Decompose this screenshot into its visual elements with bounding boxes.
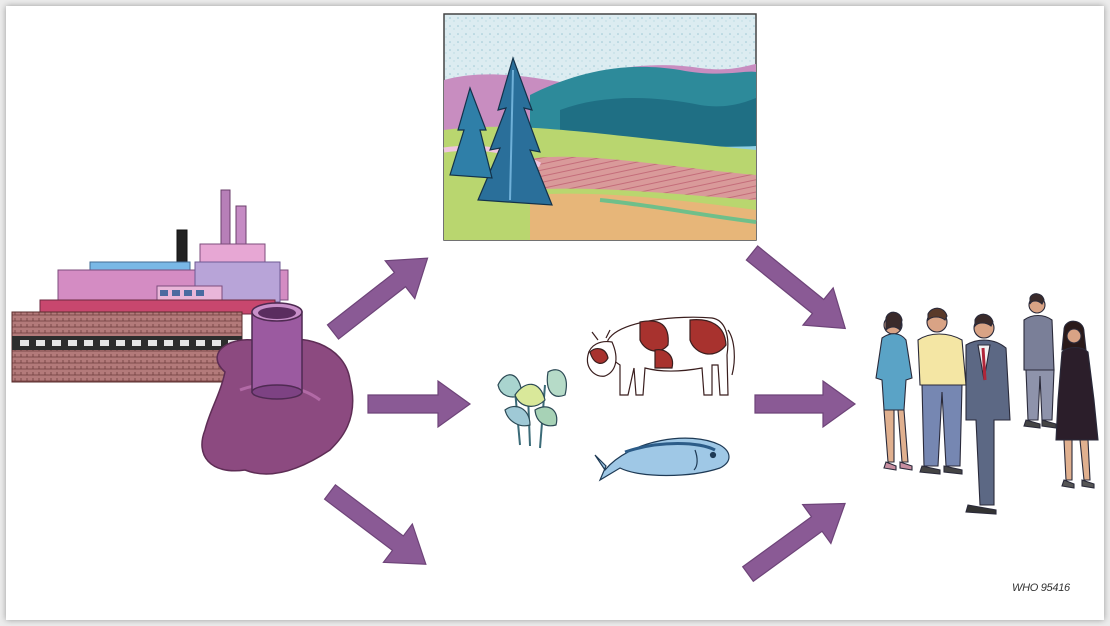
- arrow-to-food-chain: [368, 381, 470, 427]
- landscape-icon: [444, 14, 756, 240]
- arrow-environment-to-people: [737, 234, 860, 347]
- person-icon: [966, 314, 1010, 514]
- cow-icon: [587, 317, 734, 395]
- arrow-to-direct-route: [316, 473, 441, 584]
- arrow-food-to-people: [755, 381, 855, 427]
- arrow-direct-to-people: [734, 484, 859, 593]
- pipe-icon: [252, 303, 302, 399]
- arrow-to-environment: [318, 239, 442, 351]
- person-icon: [1024, 294, 1056, 428]
- arrows: [316, 234, 861, 593]
- figure-credit: WHO 95416: [1012, 582, 1070, 594]
- person-icon: [1056, 321, 1098, 488]
- fish-icon: [595, 438, 729, 480]
- person-icon: [876, 312, 912, 470]
- person-icon: [918, 308, 966, 474]
- plant-icon: [498, 370, 566, 448]
- people-group-icon: [876, 294, 1098, 514]
